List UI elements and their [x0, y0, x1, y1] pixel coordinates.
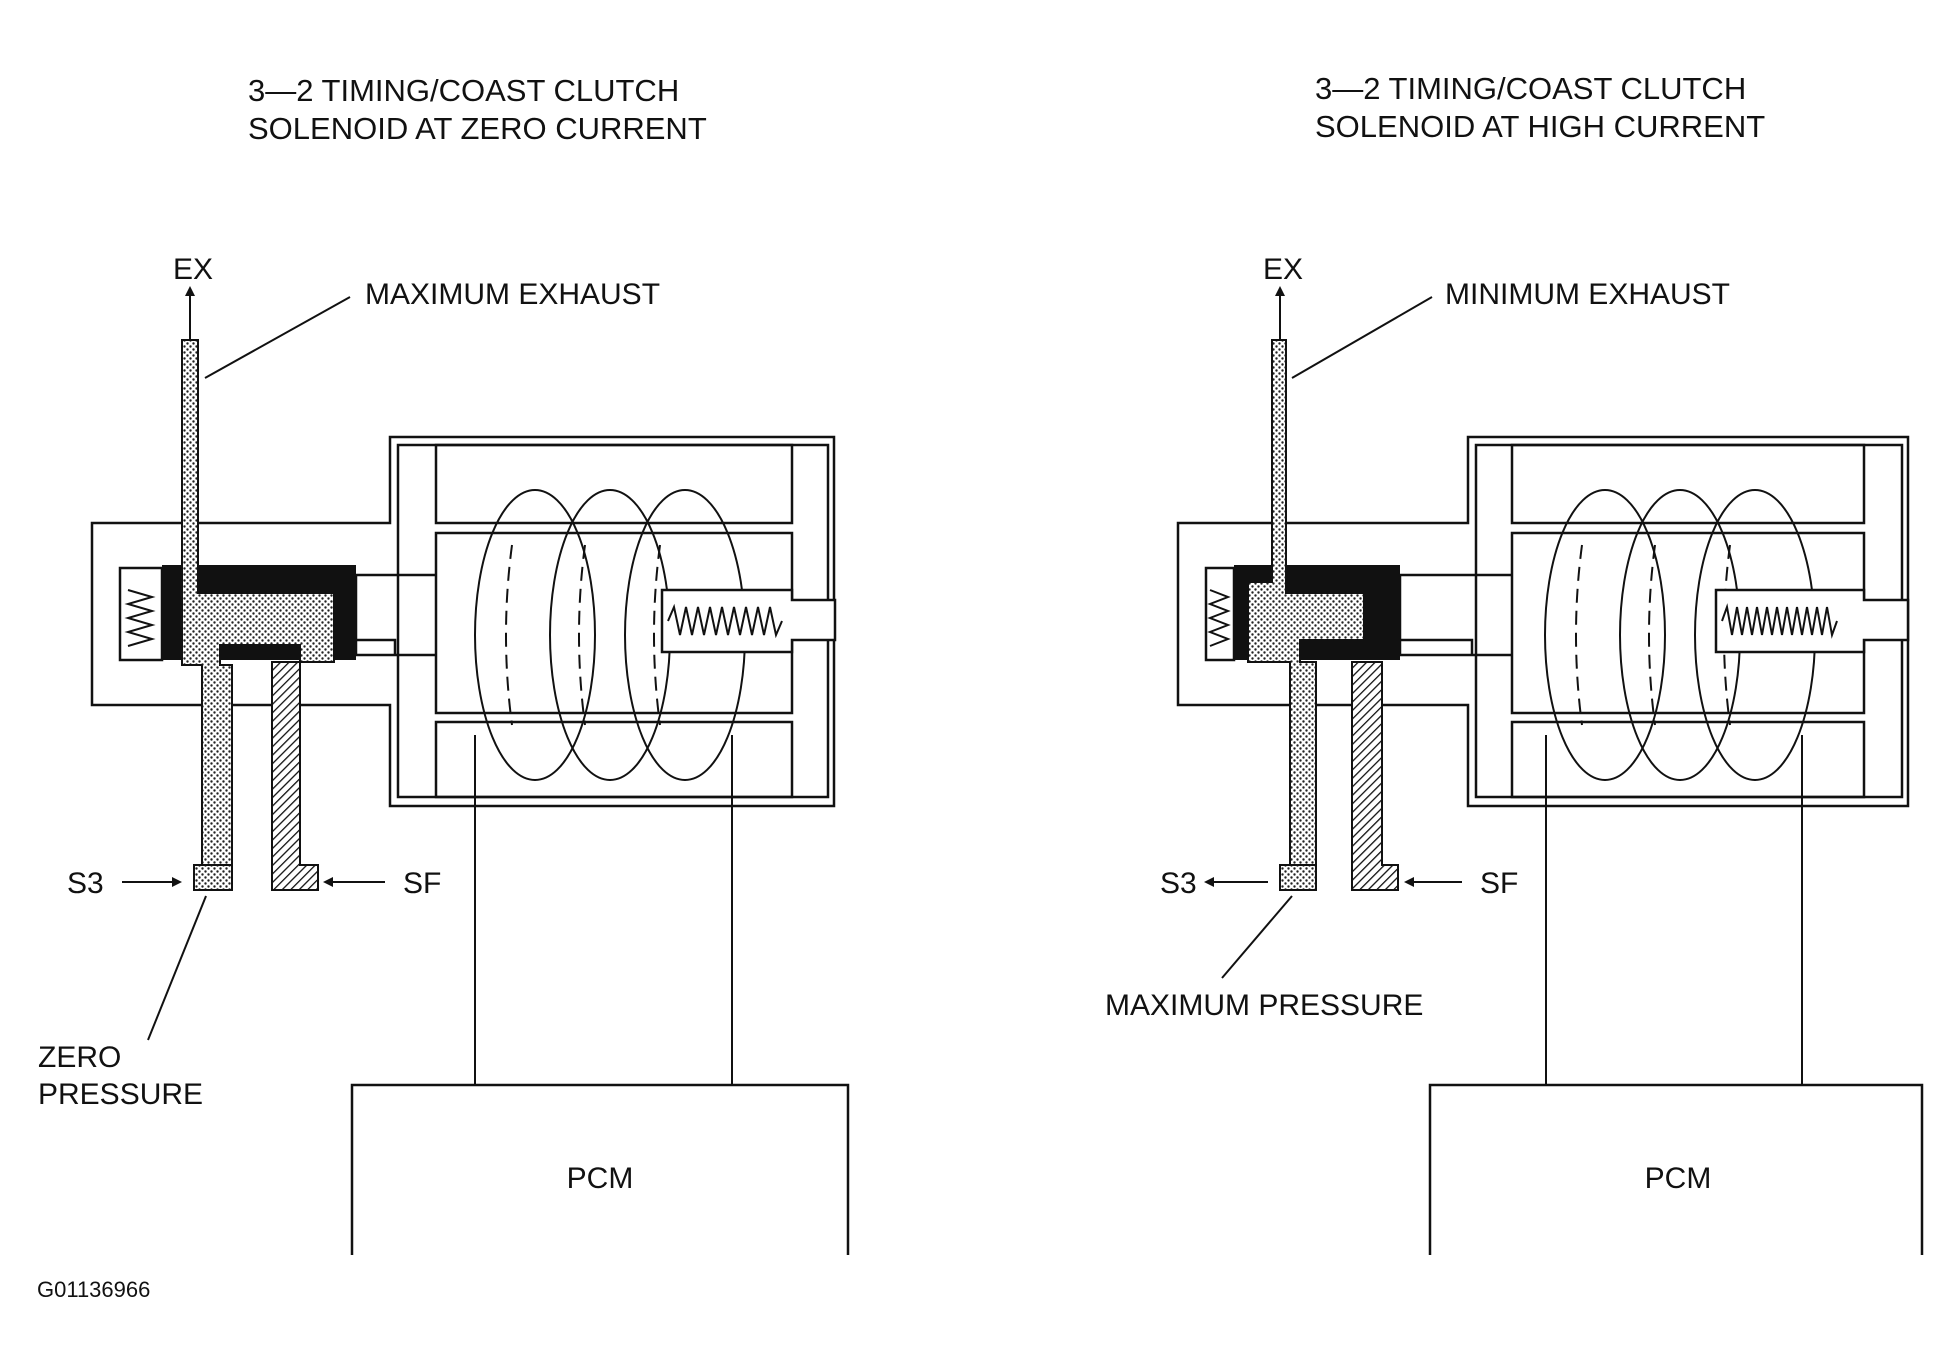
figure-id: G01136966: [37, 1277, 150, 1302]
exhaust-leader: [1291, 296, 1433, 379]
plunger: [1714, 588, 1910, 654]
panel-title-line2: SOLENOID AT HIGH CURRENT: [1315, 109, 1765, 144]
pcm-label: PCM: [567, 1162, 634, 1195]
pressure-label-line2: PRESSURE: [38, 1078, 203, 1111]
exhaust-passage: [1247, 339, 1365, 866]
sf-label: SF: [403, 867, 441, 900]
pressure-label-line1: MAXIMUM PRESSURE: [1105, 989, 1423, 1022]
pcm-box: [1428, 1083, 1924, 1255]
plunger-spring: [667, 603, 783, 639]
supply-passage: [271, 661, 319, 891]
panel-zero-current: 3—2 TIMING/COAST CLUTCH SOLENOID AT ZERO…: [38, 73, 850, 1255]
pressure-leader: [147, 895, 207, 1041]
panel-high-current: 3—2 TIMING/COAST CLUTCH SOLENOID AT HIGH…: [1105, 71, 1924, 1255]
coil-wires: [474, 735, 733, 1085]
s3-label: S3: [1160, 867, 1197, 900]
supply-passage: [1351, 661, 1399, 891]
panel-title-line1: 3—2 TIMING/COAST CLUTCH: [248, 73, 679, 108]
panel-title-line1: 3—2 TIMING/COAST CLUTCH: [1315, 71, 1746, 106]
exhaust-passage: [181, 339, 335, 866]
exhaust-callout: MAXIMUM EXHAUST: [365, 278, 660, 311]
exhaust-leader: [204, 296, 351, 379]
pcm-box: [350, 1083, 850, 1255]
exhaust-port-label: EX: [1263, 253, 1303, 286]
return-spring: [124, 589, 156, 647]
plunger-spring: [1721, 603, 1838, 639]
pcm-label: PCM: [1645, 1162, 1712, 1195]
panel-title-line2: SOLENOID AT ZERO CURRENT: [248, 111, 707, 146]
return-spring: [1207, 589, 1231, 647]
pressure-leader: [1221, 895, 1293, 979]
s3-label: S3: [67, 867, 104, 900]
pressure-label-line1: ZERO: [38, 1041, 121, 1074]
exhaust-callout: MINIMUM EXHAUST: [1445, 278, 1730, 311]
s3-port: [1279, 864, 1317, 891]
coil-wires: [1545, 735, 1803, 1085]
sf-label: SF: [1480, 867, 1518, 900]
exhaust-port-label: EX: [173, 253, 213, 286]
s3-port: [193, 864, 233, 891]
